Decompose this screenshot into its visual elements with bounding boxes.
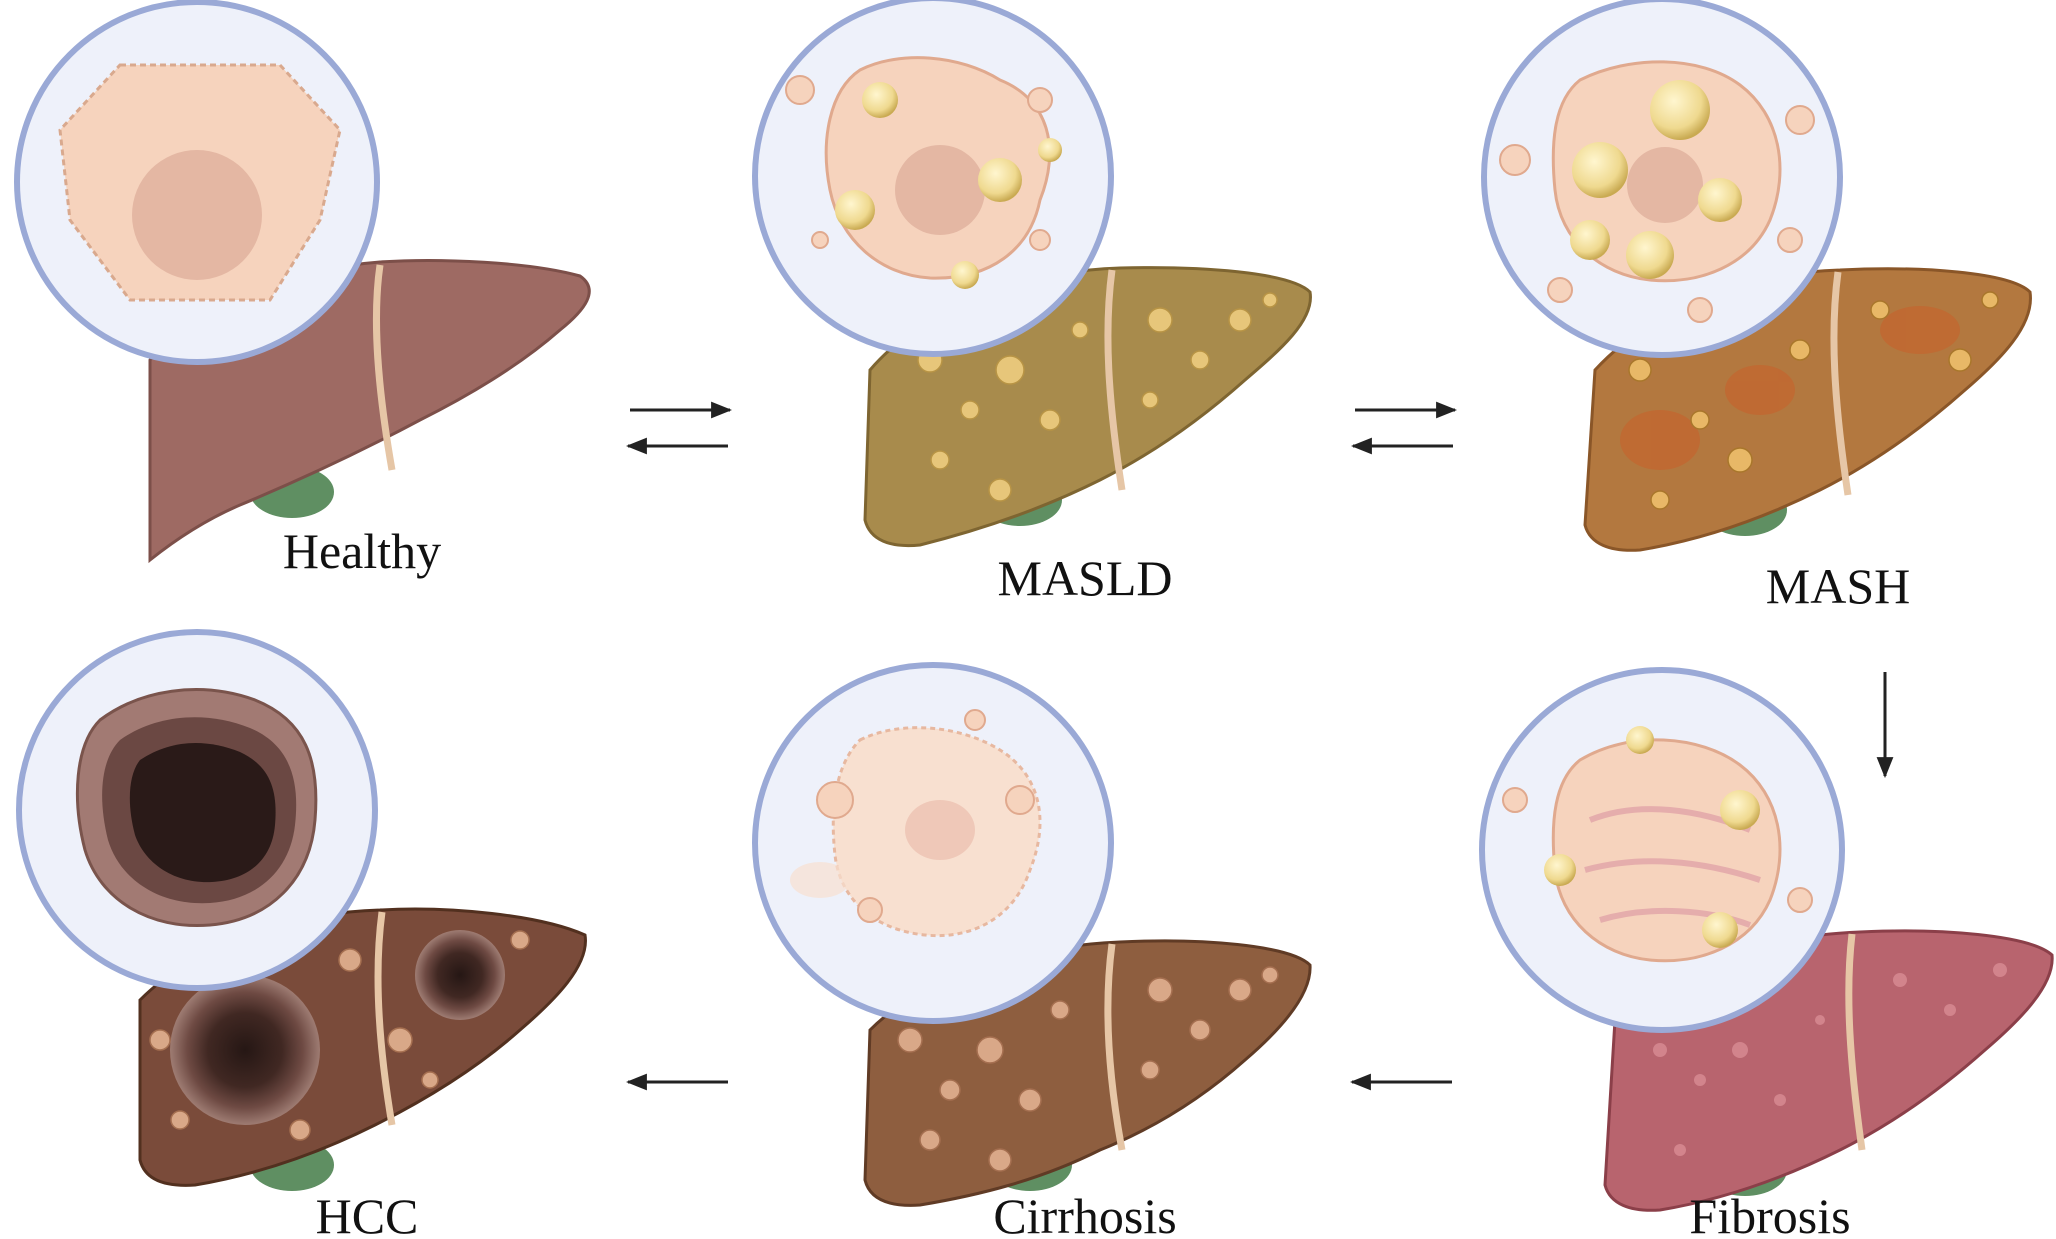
stage-hcc: HCC [16,629,587,1239]
stage-label-fibrosis: Fibrosis [1689,1188,1850,1239]
tumor-nodule [170,975,320,1125]
stage-label-cirrhosis: Cirrhosis [993,1188,1176,1239]
masld-zoom-circle [752,0,1114,357]
mash-zoom-circle [1481,0,1843,358]
stage-masld: MASLD [752,0,1312,606]
stage-label-healthy: Healthy [283,523,441,579]
stage-label-mash: MASH [1766,558,1910,614]
stage-healthy: Healthy [14,0,591,579]
stage-cirrhosis: Cirrhosis [752,662,1312,1239]
cirrhosis-zoom-circle [752,662,1114,1024]
arrows [625,401,1894,1091]
healthy-zoom-circle [14,0,380,365]
stage-label-masld: MASLD [997,550,1172,606]
hcc-zoom-circle [16,629,378,991]
stage-label-hcc: HCC [316,1188,419,1239]
stage-fibrosis: Fibrosis [1479,667,2054,1239]
stage-mash: MASH [1481,0,2032,614]
tumor-nodule [415,930,505,1020]
fibrosis-zoom-circle [1479,667,1845,1033]
